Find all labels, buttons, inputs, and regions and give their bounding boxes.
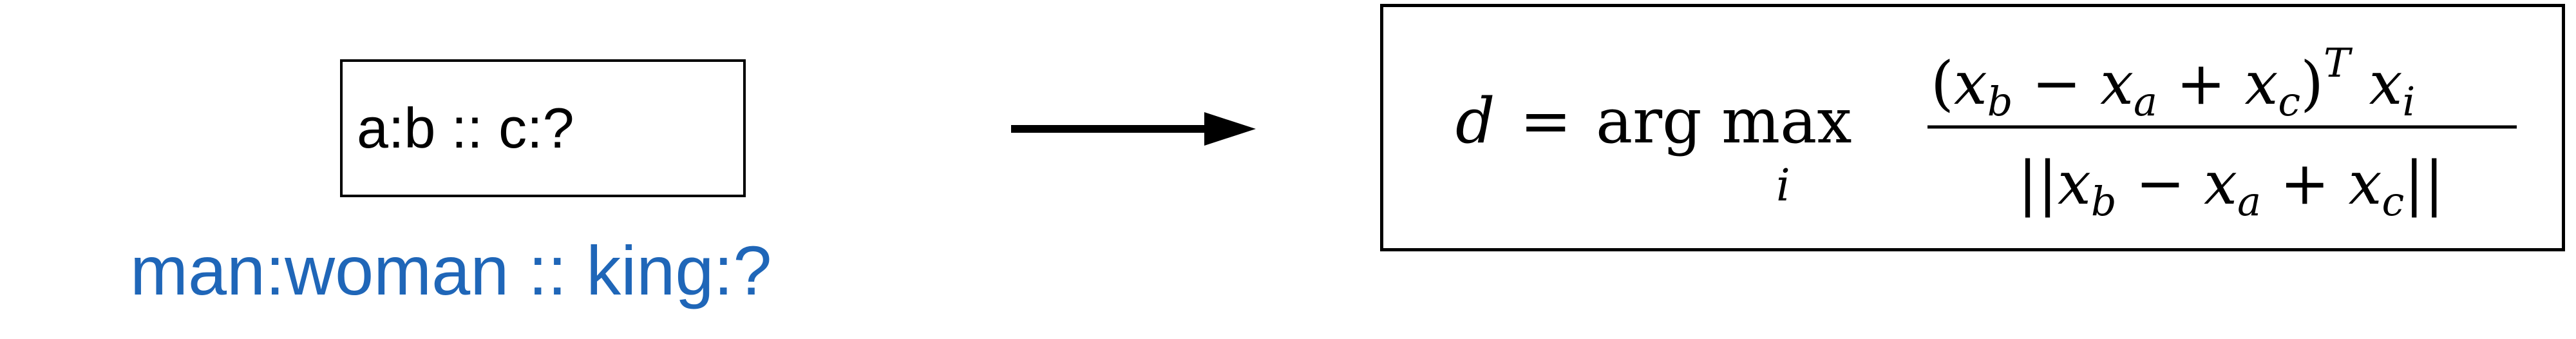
- formula-argmax-subscript: i: [1776, 160, 1790, 211]
- formula-lhs-variable: d: [1455, 85, 1495, 157]
- formula-box: d = arg max i (xb − xa + xc)T xi ||xb − …: [1380, 4, 2565, 251]
- formula-argmax-operator: arg max: [1596, 85, 1852, 157]
- analogy-pattern-text: a:b :: c:?: [357, 96, 574, 160]
- svg-text:(xb − xa + xc)T xi: (xb − xa + xc)T xi: [1931, 39, 2415, 125]
- formula-numerator: (xb − xa + xc)T xi: [1931, 39, 2415, 125]
- analogy-pattern-box: a:b :: c:?: [340, 59, 746, 197]
- analogy-example-text: man:woman :: king:?: [130, 231, 772, 309]
- argmax-formula: d = arg max i (xb − xa + xc)T xi ||xb − …: [1455, 39, 2517, 225]
- right-arrow-icon: [1011, 112, 1256, 146]
- svg-text:||xb − xa + xc||: ||xb − xa + xc||: [2018, 149, 2444, 225]
- formula-equals-sign: =: [1520, 85, 1571, 157]
- formula-denominator: ||xb − xa + xc||: [2018, 149, 2444, 225]
